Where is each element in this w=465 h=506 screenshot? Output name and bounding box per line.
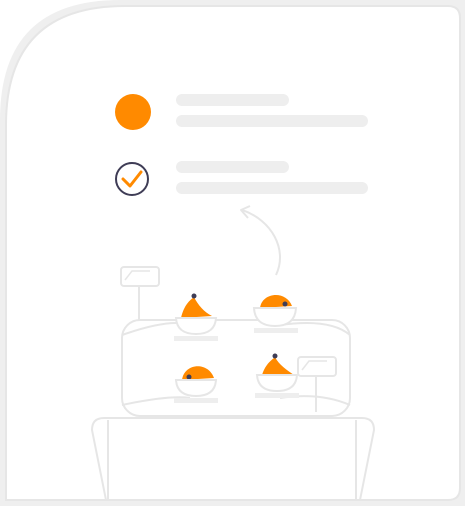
placeholder-line-short [176,94,289,106]
placeholder-line-long [176,182,368,194]
placeholder-line-long [176,115,368,127]
status-dot [115,94,151,130]
bowl-bottom-right [255,353,299,398]
check-circle-icon [115,162,149,196]
list-item [115,94,368,130]
sign-right [297,356,337,412]
table-front [90,417,376,501]
list-item [115,161,368,196]
bowl-top-left [174,293,218,341]
bowl-bottom-left [174,366,218,403]
bowl-top-right [252,294,298,333]
card [5,5,461,501]
curved-arrow-up-icon [240,205,281,276]
sign-left [120,266,160,320]
placeholder-line-short [176,161,289,173]
